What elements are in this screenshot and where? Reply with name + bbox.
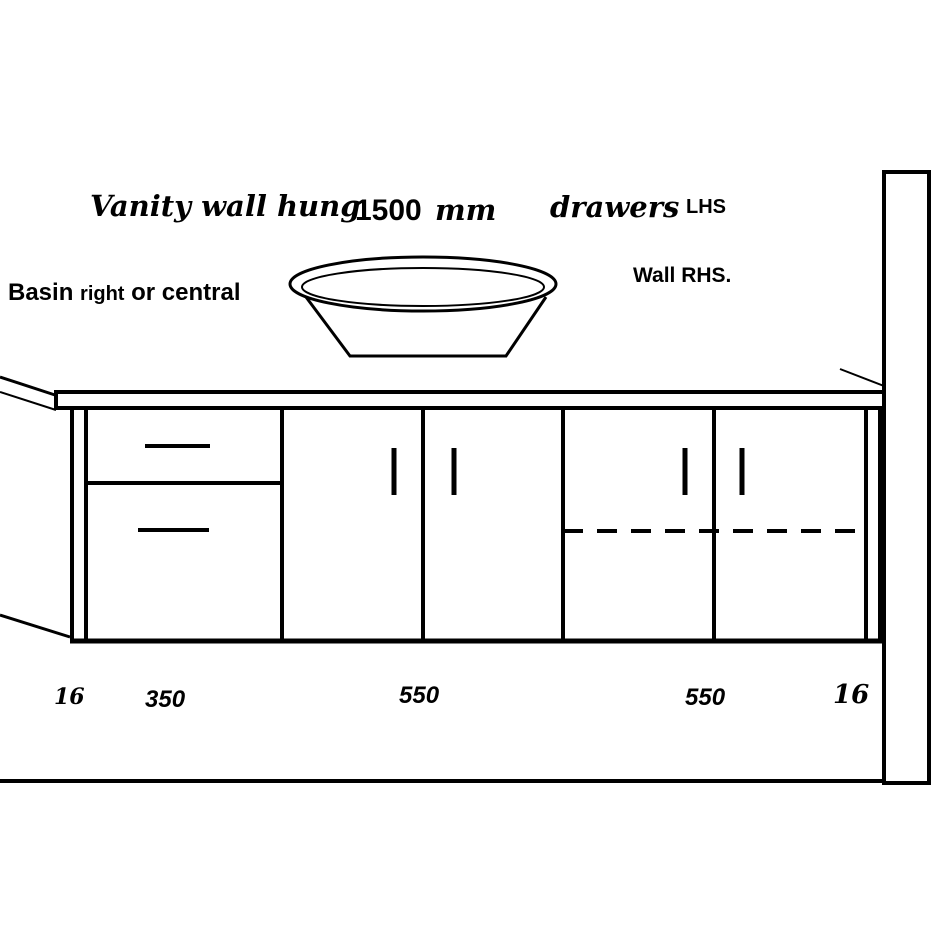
basin-bowl [288, 255, 558, 358]
wall-note: Wall RHS. [633, 264, 732, 287]
basin-note-mid: right [80, 283, 125, 305]
title-drawers-side: LHS [686, 196, 726, 218]
benchtop [54, 390, 886, 410]
basin-note-suffix: or central [131, 279, 241, 306]
dim-right-doors: 550 [685, 684, 726, 711]
title-drawers: drawers [550, 190, 680, 224]
left-return-top [0, 375, 56, 397]
right-wall [882, 170, 931, 785]
basin-note: Basin right or central [8, 279, 241, 307]
title-unit: mm [435, 193, 497, 227]
dim-drawer-section: 350 [145, 686, 186, 713]
dim-left-panel: 16 [54, 684, 85, 710]
dim-middle-doors: 550 [399, 682, 440, 709]
basin-note-prefix: Basin [8, 279, 74, 306]
title-width: 1500 [355, 194, 422, 227]
left-return-bottom [0, 613, 71, 639]
title-line: Vanity wall hung [90, 189, 361, 223]
title-prefix: Vanity wall hung [90, 189, 361, 223]
right-wall-tick [839, 368, 885, 387]
dim-right-panel: 16 [833, 680, 870, 710]
left-return-top-inner [0, 391, 57, 411]
